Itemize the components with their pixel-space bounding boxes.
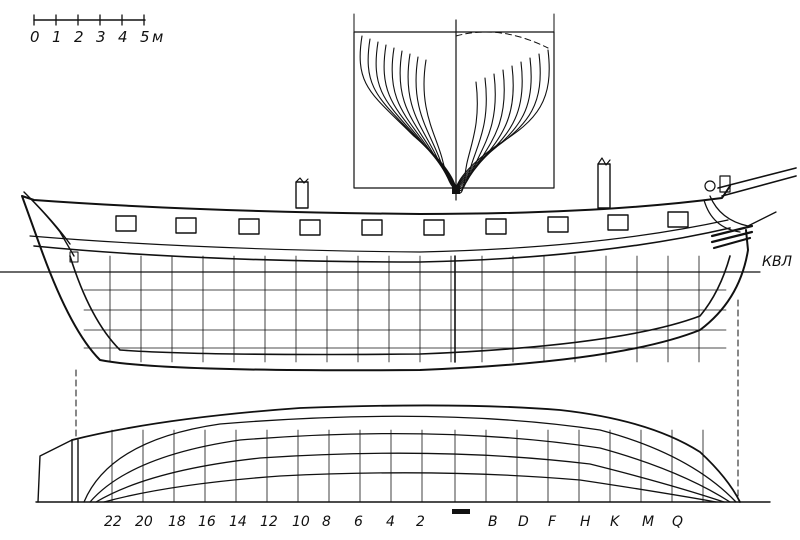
body-section-fore — [455, 57, 532, 189]
hull-rail-line — [33, 227, 731, 263]
body-section-fore — [455, 77, 487, 192]
body-section-aft — [375, 41, 457, 189]
body-section-fore — [455, 53, 541, 189]
gun-port — [607, 214, 629, 231]
half-breadth-stations — [111, 429, 704, 503]
scale-unit: м — [152, 28, 163, 46]
scale-tick-label: 2 — [74, 28, 84, 46]
body-section-aft — [359, 35, 457, 189]
fore-mast-stub — [597, 163, 611, 209]
body-section-aft — [391, 47, 457, 189]
body-plan — [353, 13, 555, 201]
half-breadth-waterline — [83, 415, 737, 503]
body-plan-sheer-line — [455, 31, 549, 49]
body-section-fore — [455, 69, 505, 189]
frame-station-label-fore: M — [642, 514, 654, 530]
frame-station-label-fore: K — [610, 514, 621, 530]
frame-station-label-aft: 10 — [292, 514, 310, 530]
frame-station-label-aft: 4 — [386, 514, 395, 530]
half-breadth-waterline — [103, 472, 717, 503]
frame-station-label-aft: 2 — [416, 514, 425, 530]
body-section-fore — [455, 73, 496, 190]
frame-station-label-fore: Q — [672, 514, 683, 530]
frame-station-label-fore: D — [518, 514, 529, 530]
hull-outline — [21, 185, 749, 372]
body-section-aft — [383, 44, 457, 189]
scale-tick-label: 5 — [140, 28, 150, 46]
stern-transom — [37, 439, 79, 503]
main-mast-stub — [295, 181, 309, 209]
frame-station-label-aft: 14 — [229, 514, 247, 530]
keel-inner-line — [69, 255, 731, 356]
waterline-label: КВЛ — [762, 254, 793, 270]
hull-deck-line — [29, 219, 729, 253]
frame-station-labels: 22 20 18 16 14 12 10 8 6 4 2 B D F H K M Q — [104, 514, 683, 530]
frame-station-label-aft: 22 — [104, 514, 122, 530]
gun-port — [423, 219, 445, 236]
body-section-aft — [367, 38, 457, 189]
scale-tick-label: 0 — [30, 28, 40, 46]
frame-station-label-aft: 20 — [135, 514, 153, 530]
body-section-aft — [407, 53, 457, 189]
sheer-plan: КВЛ — [0, 157, 797, 372]
body-section-aft — [423, 59, 457, 189]
frame-station-label-aft: 6 — [354, 514, 363, 530]
half-breadth-waterline — [95, 452, 725, 503]
frame-station-label-fore: F — [548, 514, 557, 530]
body-plan-frame — [353, 31, 555, 189]
half-breadth-waterline — [89, 432, 731, 503]
body-section-fore — [455, 61, 523, 189]
frame-station-label-aft: 16 — [198, 514, 216, 530]
gun-port — [299, 219, 321, 236]
gun-port — [485, 218, 507, 235]
scale-tick-label: 4 — [118, 28, 128, 46]
body-plan-sections — [359, 35, 550, 194]
midship-mark — [452, 509, 470, 514]
gun-port — [115, 215, 137, 232]
frame-station-label-fore: H — [580, 514, 591, 530]
gun-port — [238, 218, 260, 235]
gun-port — [361, 219, 383, 236]
body-section-fore — [455, 65, 514, 189]
scale-tick-label: 1 — [52, 28, 62, 46]
bow-and-bowsprit — [703, 167, 797, 250]
frame-station-label-aft: 8 — [322, 514, 331, 530]
gun-port — [547, 216, 569, 233]
profile-grid — [83, 255, 727, 363]
half-breadth-plan: 22 20 18 16 14 12 10 8 6 4 2 B D F H K M Q — [35, 404, 771, 530]
half-breadth-waterlines — [83, 415, 737, 503]
stern-post — [23, 191, 75, 257]
gun-port — [667, 211, 689, 228]
body-section-aft — [399, 50, 457, 189]
frame-station-label-aft: 12 — [260, 514, 278, 530]
scale-tick-label: 3 — [96, 28, 106, 46]
body-section-aft — [415, 56, 457, 189]
gun-ports — [115, 211, 689, 236]
rudder-fitting — [69, 251, 79, 263]
frame-station-label-aft: 18 — [168, 514, 186, 530]
frame-station-label-fore: B — [488, 514, 498, 530]
half-breadth-deck-outline — [71, 404, 741, 503]
gun-port — [175, 217, 197, 234]
keel-section — [452, 186, 460, 194]
